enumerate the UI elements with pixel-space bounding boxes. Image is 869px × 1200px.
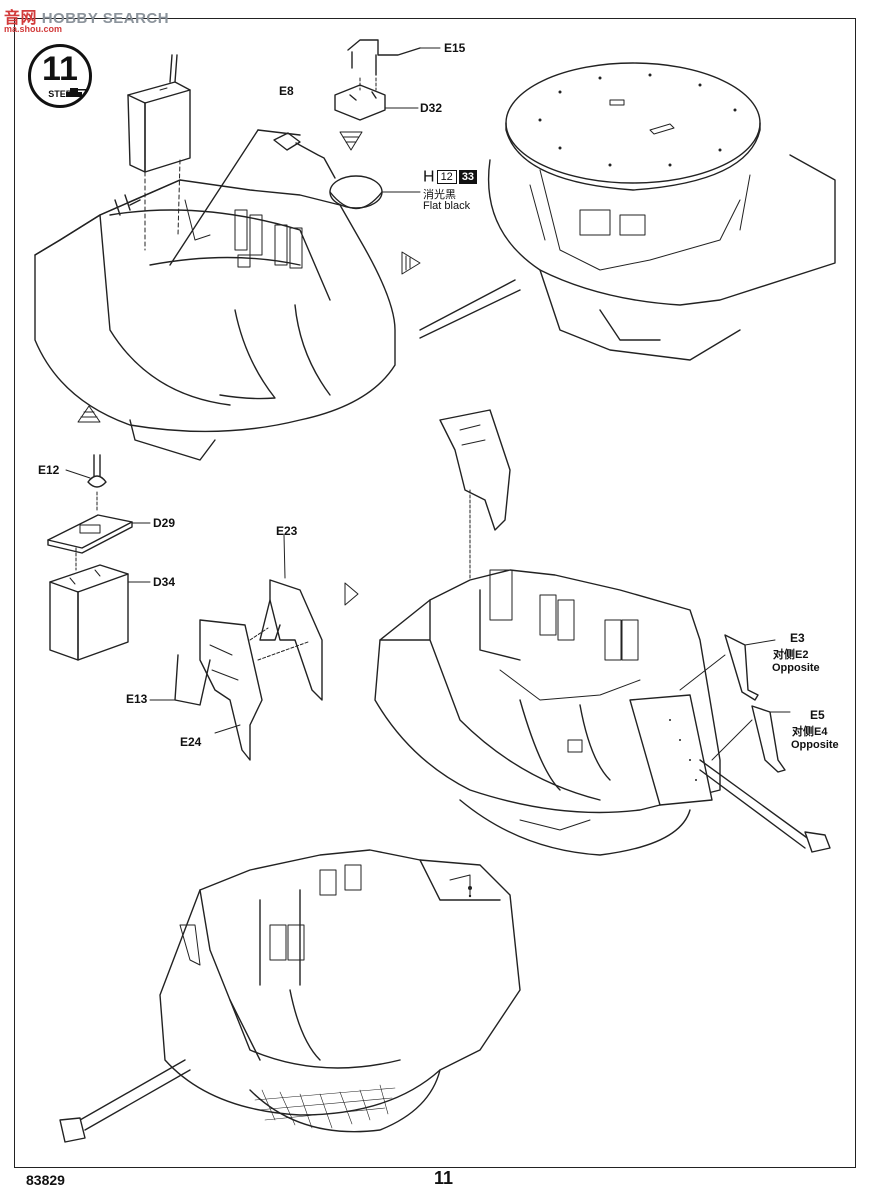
- label-e3-opposite-cn: 对侧E2: [773, 649, 809, 661]
- label-d32: D32: [420, 101, 443, 115]
- arrow-down-icon: [340, 132, 362, 150]
- label-e12: E12: [38, 463, 60, 477]
- step-label: STEP: [48, 89, 72, 99]
- turret-bottom: [60, 850, 520, 1142]
- label-e5-opposite-en: Opposite: [791, 739, 839, 751]
- battery-d34: [50, 565, 128, 660]
- hatch-plate-d32: [335, 85, 418, 120]
- label-d34: D34: [153, 575, 176, 589]
- watermark-brand-en: HOBBY SEARCH: [41, 10, 170, 27]
- label-e3: E3: [790, 631, 805, 645]
- arrow-up-icon: [78, 406, 100, 422]
- label-e15: E15: [444, 41, 466, 55]
- watermark-brand-cn: 音网: [4, 10, 38, 27]
- antenna-base-e8: [170, 130, 335, 265]
- paint-name-cn: 消光黑: [423, 189, 456, 201]
- shield-e24: [200, 620, 262, 760]
- label-e3-opposite-en: Opposite: [772, 662, 820, 674]
- arrow-right-icon: [402, 252, 420, 274]
- label-e23: E23: [276, 524, 298, 538]
- label-e5: E5: [810, 708, 825, 722]
- mount-plate-d29: [48, 515, 132, 553]
- side-plate-e3: [725, 635, 758, 700]
- step-badge: 11 STEP: [28, 44, 92, 108]
- watermark: 音网 HOBBY SEARCH: [4, 4, 169, 28]
- handle-e13: [175, 655, 210, 705]
- label-e5-opposite-cn: 对侧E4: [792, 726, 828, 738]
- paint-name-en: Flat black: [423, 200, 471, 212]
- label-e13: E13: [126, 692, 148, 706]
- paint-code-a: 12: [436, 170, 457, 185]
- step-number: 11: [42, 50, 78, 88]
- antenna-e12: [88, 455, 106, 487]
- page-frame: [14, 18, 856, 1168]
- label-d29: D29: [153, 516, 176, 530]
- shield-plate-upper: [440, 410, 510, 530]
- battery-box: [128, 55, 190, 172]
- turret-top-right: [420, 63, 835, 360]
- turret-middle-right: [375, 570, 830, 855]
- shield-e23: [260, 535, 322, 700]
- hatch-handle-e15: [348, 40, 420, 75]
- paint-code-b: 33: [458, 170, 478, 185]
- label-e24: E24: [180, 735, 202, 749]
- product-code: 83829: [26, 1172, 65, 1188]
- side-plate-e5: [752, 706, 785, 772]
- turret-top-left: [35, 180, 395, 460]
- arrow-right-icon: [345, 583, 358, 605]
- antenna-cap: [330, 176, 382, 209]
- paint-letter: H: [423, 168, 435, 186]
- watermark-url: ma.shou.com: [4, 24, 63, 34]
- step-tank-icon: [66, 88, 86, 97]
- label-e8: E8: [279, 84, 294, 98]
- page-number: 11: [434, 1168, 454, 1188]
